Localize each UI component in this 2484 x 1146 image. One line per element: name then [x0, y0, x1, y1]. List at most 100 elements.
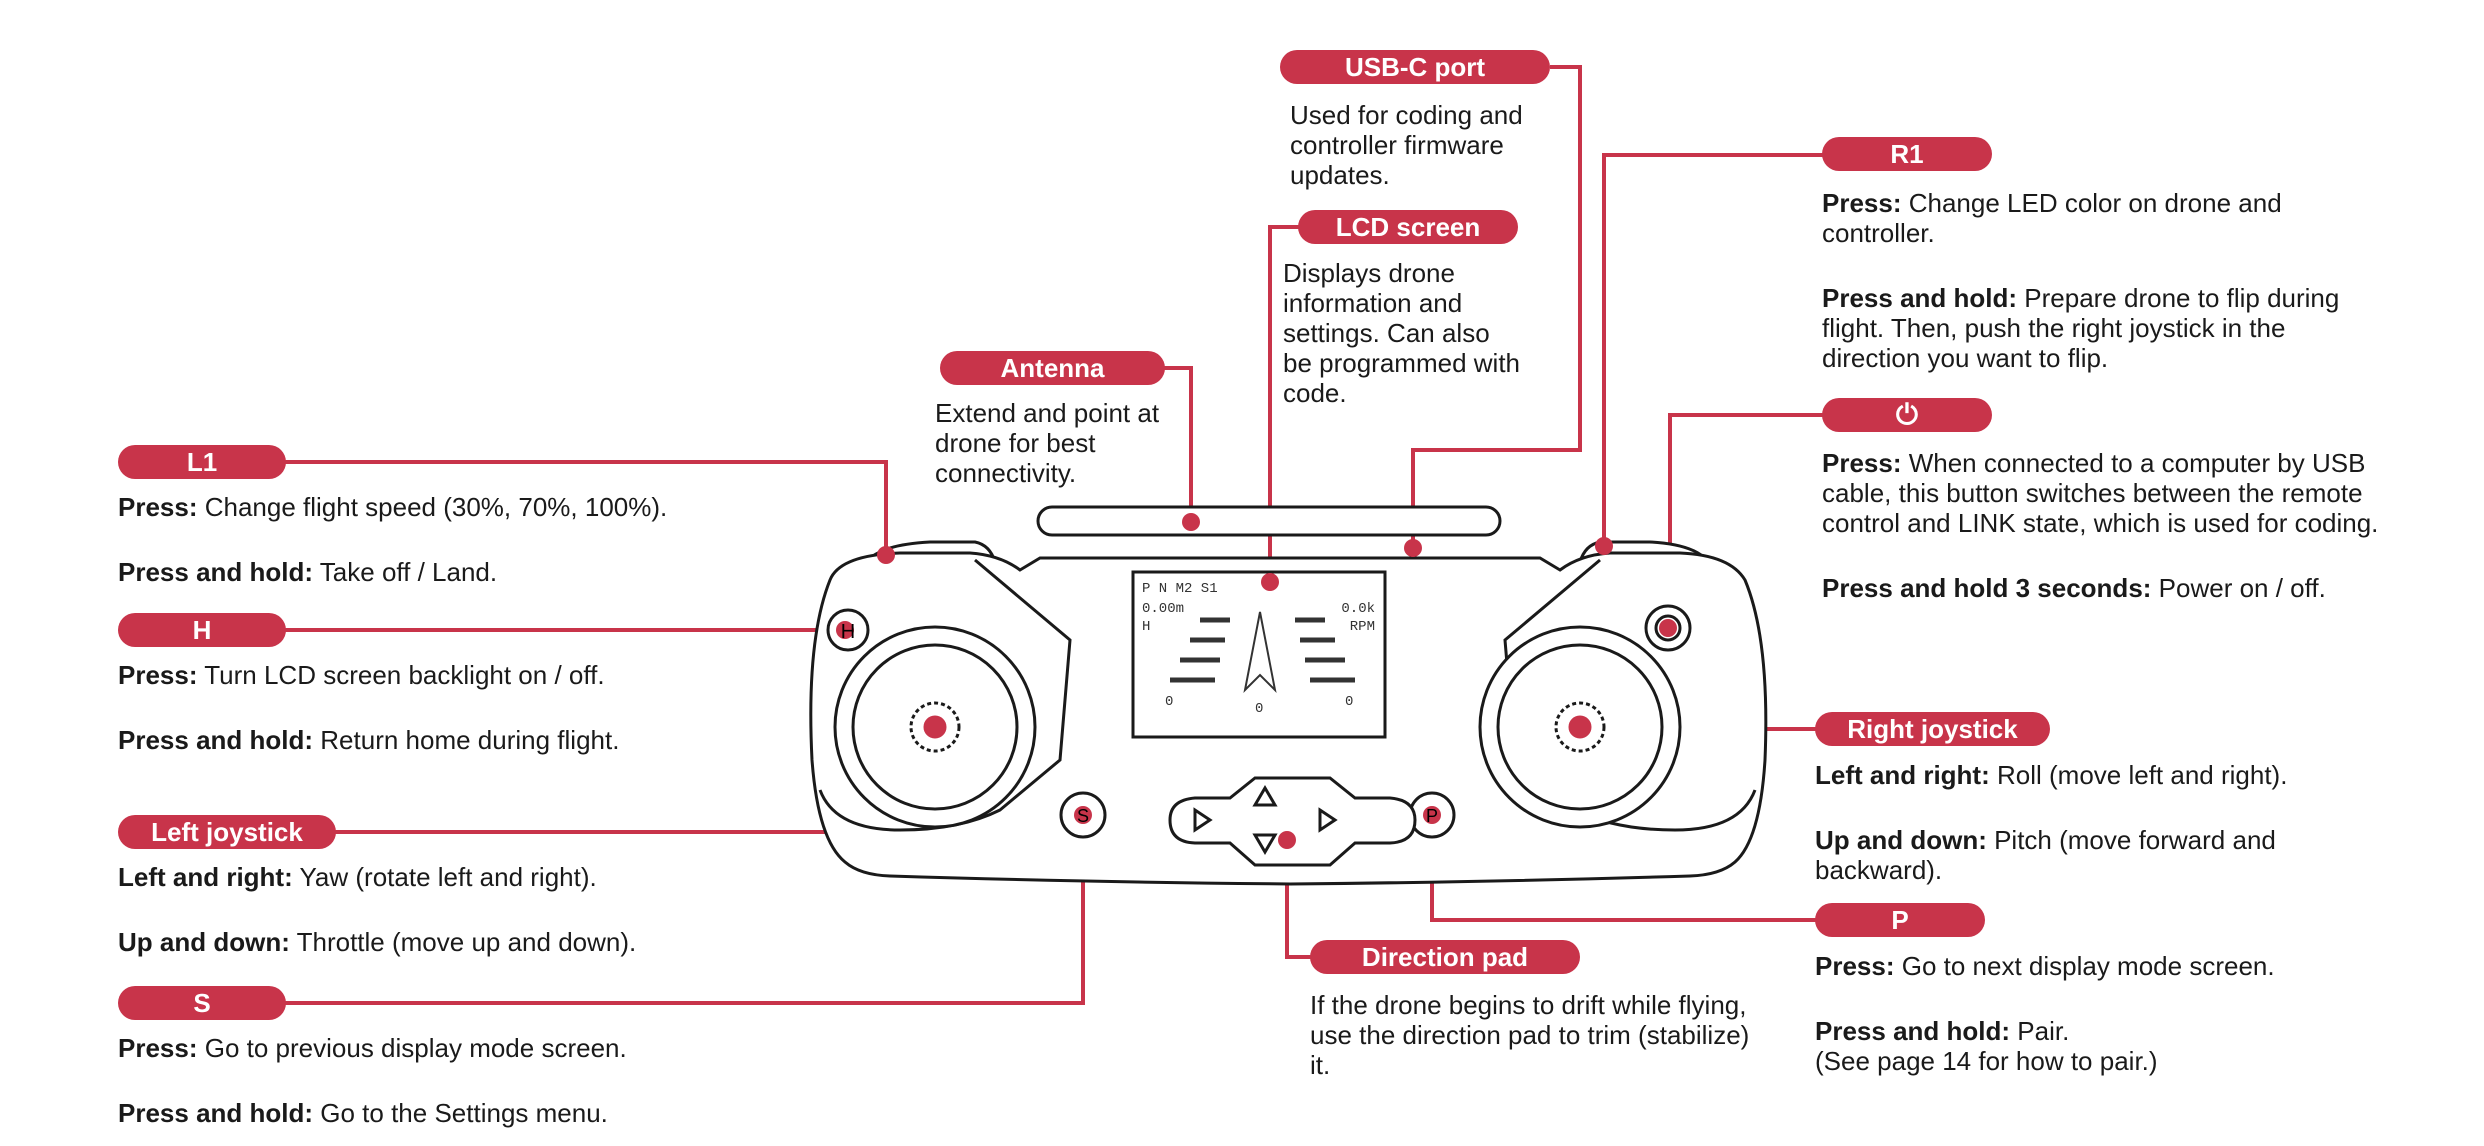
leader-line-lcd	[1268, 225, 1305, 582]
p-description: Press: Go to next display mode screen. P…	[1815, 951, 2375, 1076]
p-press-key: Press:	[1815, 951, 1895, 981]
s-hold-key: Press and hold:	[118, 1098, 314, 1128]
marker-r1	[1595, 537, 1613, 555]
lcd-screen	[1131, 570, 1387, 739]
right-joystick-lr-text: Roll (move left and right).	[1989, 760, 2288, 790]
lcd-label: LCD screen	[1298, 210, 1518, 244]
s-hold: Press and hold: Go to the Settings menu.	[118, 1098, 818, 1128]
marker-l1	[877, 546, 895, 564]
dpad-down-icon[interactable]	[1252, 833, 1278, 855]
lcd-description: Displays drone information and settings.…	[1283, 258, 1520, 408]
lcd-h: H	[1142, 619, 1150, 635]
lcd-bars-left	[1170, 617, 1230, 683]
h-button-glyph: H	[841, 621, 855, 643]
marker-usbc	[1404, 539, 1422, 557]
dpad-left-icon[interactable]	[1193, 807, 1213, 833]
right-joystick-cap	[1568, 715, 1592, 739]
h-description: Press: Turn LCD screen backlight on / of…	[118, 660, 818, 755]
lcd-mode-row: P N M2 S1	[1142, 581, 1218, 597]
usb-c-description: Used for coding and controller firmware …	[1290, 100, 1523, 190]
marker-dpad	[1278, 831, 1296, 849]
right-joystick-ud-text: Pitch (move forward and backward).	[1815, 825, 2276, 885]
lcd-altitude: 0.00m	[1142, 601, 1184, 617]
left-joystick-lr: Left and right: Yaw (rotate left and rig…	[118, 862, 818, 892]
r1-label: R1	[1822, 137, 1992, 171]
p-press: Press: Go to next display mode screen.	[1815, 951, 2375, 981]
r1-press-text: Change LED color on drone and controller…	[1822, 188, 2282, 248]
right-joystick-description: Left and right: Roll (move left and righ…	[1815, 760, 2375, 885]
s-label: S	[118, 986, 286, 1020]
callout-markers	[836, 513, 1677, 849]
left-joystick-lr-text: Yaw (rotate left and right).	[292, 862, 597, 892]
h-press-text: Turn LCD screen backlight on / off.	[197, 660, 605, 690]
lcd-drone-arrow	[1243, 611, 1277, 694]
left-joystick-lr-key: Left and right:	[118, 862, 293, 892]
l1-description: Press: Change flight speed (30%, 70%, 10…	[118, 492, 818, 587]
marker-power	[1659, 619, 1677, 637]
r1-press: Press: Change LED color on drone and con…	[1822, 188, 2382, 248]
marker-p	[1423, 806, 1441, 824]
direction-pad-label: Direction pad	[1310, 940, 1580, 974]
l1-label: L1	[118, 445, 286, 479]
p-hold: Press and hold: Pair. (See page 14 for h…	[1815, 1016, 2375, 1076]
p-button-glyph: P	[1426, 806, 1438, 826]
s-button-glyph: S	[1077, 806, 1089, 826]
leader-line-antenna	[1163, 366, 1193, 522]
lcd-content: P N M2 S1 0.00m 0.0k H RPM 0 0 0	[1142, 581, 1375, 717]
p-hold-text: Pair. (See page 14 for how to pair.)	[1815, 1016, 2158, 1076]
marker-h	[836, 621, 854, 639]
lcd-rpm: RPM	[1350, 619, 1375, 635]
r1-hold-key: Press and hold:	[1822, 283, 2018, 313]
leader-line-usbc	[1411, 65, 1582, 548]
lcd-bottom-right: 0	[1345, 694, 1353, 710]
usb-c-label: USB-C port	[1280, 50, 1550, 84]
marker-antenna	[1182, 513, 1200, 531]
l1-hold-key: Press and hold:	[118, 557, 314, 587]
left-joystick-description: Left and right: Yaw (rotate left and rig…	[118, 862, 818, 957]
r1-hold: Press and hold: Prepare drone to flip du…	[1822, 283, 2382, 373]
r1-hold-text: Prepare drone to flip during flight. The…	[1822, 283, 2340, 373]
marker-lcd	[1261, 573, 1279, 591]
dpad-up-icon[interactable]	[1252, 785, 1278, 807]
r1-press-key: Press:	[1822, 188, 1902, 218]
left-joystick-ud-text: Throttle (move up and down).	[289, 927, 637, 957]
power-icon: ⏻	[1822, 398, 1992, 432]
left-joystick-cap	[923, 715, 947, 739]
left-joystick-ud-key: Up and down:	[118, 927, 290, 957]
left-joystick-label: Left joystick	[118, 815, 336, 849]
h-hold-text: Return home during flight.	[313, 725, 620, 755]
lcd-bottom-left: 0	[1165, 694, 1173, 710]
power-hold-key: Press and hold 3 seconds:	[1822, 573, 2152, 603]
lcd-bars-right	[1295, 617, 1355, 683]
p-press-text: Go to next display mode screen.	[1894, 951, 2275, 981]
direction-pad[interactable]	[1168, 776, 1417, 867]
right-joystick-lr-key: Left and right:	[1815, 760, 1990, 790]
direction-pad-description: If the drone begins to drift while flyin…	[1310, 990, 1750, 1080]
h-press: Press: Turn LCD screen backlight on / of…	[118, 660, 818, 690]
dpad-right-icon[interactable]	[1318, 807, 1338, 833]
power-press-text: When connected to a computer by USB cabl…	[1822, 448, 2379, 538]
lcd-speed: 0.0k	[1341, 601, 1375, 617]
dpad-arrows	[1193, 785, 1338, 855]
left-grip-panel	[818, 558, 1072, 832]
l1-hold: Press and hold: Take off / Land.	[118, 557, 818, 587]
antenna-description: Extend and point at drone for best conne…	[935, 398, 1160, 488]
s-description: Press: Go to previous display mode scree…	[118, 1033, 818, 1128]
r1-description: Press: Change LED color on drone and con…	[1822, 188, 2382, 373]
marker-s	[1074, 806, 1092, 824]
controller-body	[809, 505, 1768, 886]
antenna[interactable]	[1036, 505, 1502, 537]
h-hold-key: Press and hold:	[118, 725, 314, 755]
power-description: Press: When connected to a computer by U…	[1822, 448, 2382, 603]
h-press-key: Press:	[118, 660, 198, 690]
s-press-key: Press:	[118, 1033, 198, 1063]
l1-press: Press: Change flight speed (30%, 70%, 10…	[118, 492, 818, 522]
l1-press-key: Press:	[118, 492, 198, 522]
power-hold: Press and hold 3 seconds: Power on / off…	[1822, 573, 2382, 603]
s-press-text: Go to previous display mode screen.	[197, 1033, 627, 1063]
leader-line-l1	[280, 460, 888, 555]
s-press: Press: Go to previous display mode scree…	[118, 1033, 818, 1063]
h-hold: Press and hold: Return home during fligh…	[118, 725, 818, 755]
h-label: H	[118, 613, 286, 647]
